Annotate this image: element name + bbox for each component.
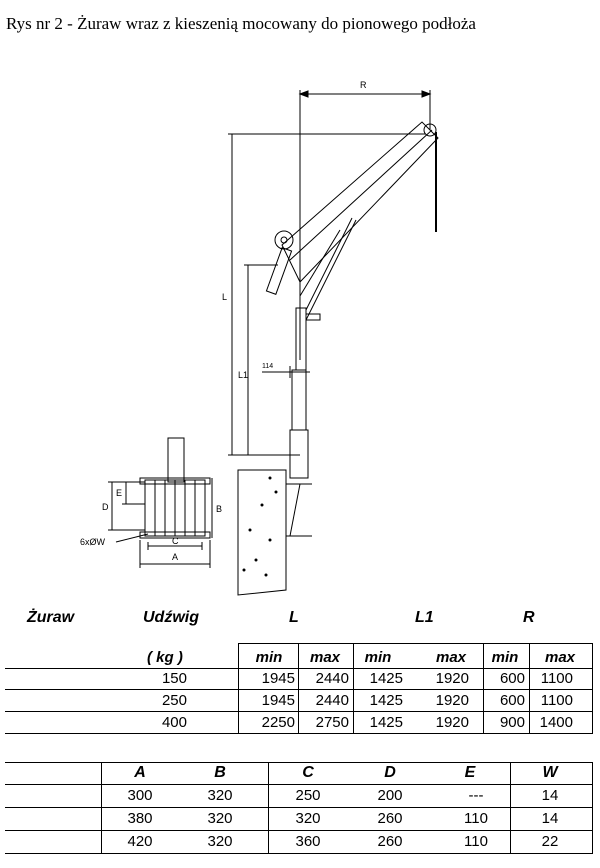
cell: 250 (295, 787, 321, 804)
page-title: Rys nr 2 - Żuraw wraz z kieszenią mocowa… (6, 14, 476, 33)
header-L1: L1 (415, 609, 434, 626)
cell: 900 (499, 714, 525, 731)
dim-label-R: R (360, 80, 367, 90)
rule (5, 689, 593, 690)
cell: 320 (295, 810, 321, 827)
header-D: D (384, 764, 396, 781)
header-A: A (134, 764, 146, 781)
header-C: C (302, 764, 314, 781)
rule (5, 668, 593, 669)
cell: 1920 (435, 714, 469, 731)
cell: 600 (499, 692, 525, 709)
rule (101, 762, 102, 854)
cell: 360 (295, 833, 321, 850)
sub-R-min: min (491, 649, 519, 666)
rule (510, 762, 511, 854)
cell: 2750 (315, 714, 349, 731)
cell: --- (468, 787, 484, 804)
cell: 14 (541, 810, 559, 827)
sub-L1-min: min (364, 649, 392, 666)
dim-label-C: C (172, 536, 179, 546)
cell: 1920 (435, 692, 469, 709)
cell: 250 (161, 692, 187, 709)
header-W: W (542, 764, 558, 781)
cell: 2440 (315, 692, 349, 709)
dim-label-L: L (222, 292, 227, 302)
cell: 1425 (369, 692, 403, 709)
crane-technical-drawing: R L L1 114 A B C D E 6xØW (80, 80, 439, 596)
dimensions-table: A B C D E W 300 320 250 200 --- 14 380 3… (5, 762, 593, 858)
rule (592, 643, 593, 734)
cell: 14 (541, 787, 559, 804)
cell: 22 (541, 833, 559, 850)
cell: 2440 (315, 670, 349, 687)
rule (298, 643, 299, 734)
rule (5, 784, 593, 785)
cell: 1945 (261, 670, 295, 687)
sub-L-min: min (255, 649, 283, 666)
rule (5, 762, 593, 763)
cell: 1100 (540, 692, 573, 709)
dim-label-E: E (116, 488, 122, 498)
cell: 150 (161, 670, 187, 687)
header-R: R (523, 609, 535, 626)
capacity-table: Żuraw Udźwig L L1 R ( kg ) min max min m… (5, 605, 593, 735)
cell: 200 (377, 787, 403, 804)
dim-label-L1: L1 (238, 370, 248, 380)
cell: 320 (207, 787, 233, 804)
cell: 110 (464, 833, 488, 850)
cell: 1100 (540, 670, 573, 687)
rule (529, 643, 530, 734)
cell: 400 (161, 714, 187, 731)
cell: 1400 (539, 714, 573, 731)
cell: 110 (464, 810, 488, 827)
rule (483, 643, 484, 734)
rule (238, 643, 239, 734)
cell: 300 (127, 787, 153, 804)
cell: 380 (127, 810, 153, 827)
rule (592, 762, 593, 854)
cell: 600 (499, 670, 525, 687)
header-E: E (464, 764, 476, 781)
cell: 1425 (369, 670, 403, 687)
rule (268, 762, 269, 854)
cell: 2250 (261, 714, 295, 731)
rule (5, 830, 593, 831)
header-zuraw: Żuraw (27, 609, 75, 626)
cell: 1920 (435, 670, 469, 687)
dim-label-holes: 6xØW (80, 537, 106, 547)
rule (238, 643, 593, 644)
cell: 420 (127, 833, 153, 850)
header-L: L (289, 609, 299, 626)
sub-R-max: max (544, 649, 576, 666)
header-B: B (214, 764, 226, 781)
rule (5, 853, 593, 854)
dim-label-A: A (172, 552, 178, 562)
cell: 320 (207, 833, 233, 850)
dim-label-B: B (216, 504, 222, 514)
cell: 1425 (369, 714, 403, 731)
cell: 1945 (261, 692, 295, 709)
rule (5, 807, 593, 808)
sub-L1-max: max (435, 649, 467, 666)
rule (5, 711, 593, 712)
cell: 320 (207, 810, 233, 827)
dim-label-114: 114 (262, 363, 273, 370)
sub-L-max: max (309, 649, 341, 666)
dim-label-D: D (102, 502, 109, 512)
header-udzwig: Udźwig (143, 609, 199, 626)
cell: 260 (377, 810, 403, 827)
rule (353, 643, 354, 734)
rule (5, 733, 593, 734)
cell: 260 (377, 833, 403, 850)
header-unit: ( kg ) (147, 649, 183, 666)
